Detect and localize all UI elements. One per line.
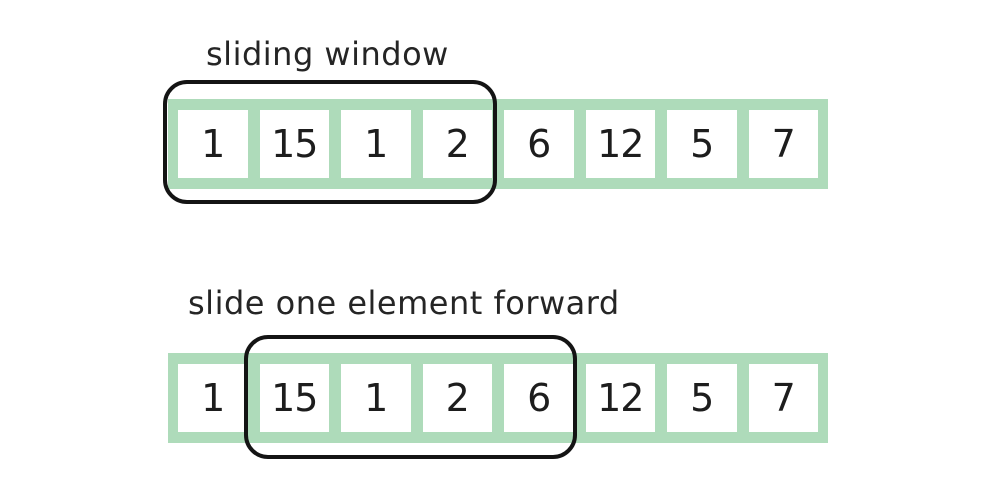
- diagram-label-sliding-window: sliding window: [206, 35, 449, 73]
- array-cell: 15: [259, 110, 329, 178]
- array-cell: 12: [585, 364, 655, 432]
- array-cell: 1: [178, 364, 248, 432]
- sliding-window-outline-bottom: [244, 335, 577, 459]
- array-cell: 6: [504, 364, 574, 432]
- array-cell: 6: [504, 110, 574, 178]
- sliding-window-outline-top: [163, 80, 497, 204]
- array-cell: 1: [341, 110, 411, 178]
- array-cell: 2: [422, 364, 492, 432]
- array-strip-bottom: 1 15 1 2 6 12 5 7: [168, 353, 828, 443]
- array-cell: 1: [341, 364, 411, 432]
- array-cell: 5: [667, 364, 737, 432]
- diagram-label-slide-forward: slide one element forward: [188, 284, 620, 322]
- array-cell: 5: [667, 110, 737, 178]
- array-cell: 15: [259, 364, 329, 432]
- array-cell: 12: [585, 110, 655, 178]
- array-cell: 1: [178, 110, 248, 178]
- array-cell: 7: [748, 364, 818, 432]
- array-cell: 7: [748, 110, 818, 178]
- array-cell: 2: [422, 110, 492, 178]
- array-strip-top: 1 15 1 2 6 12 5 7: [168, 99, 828, 189]
